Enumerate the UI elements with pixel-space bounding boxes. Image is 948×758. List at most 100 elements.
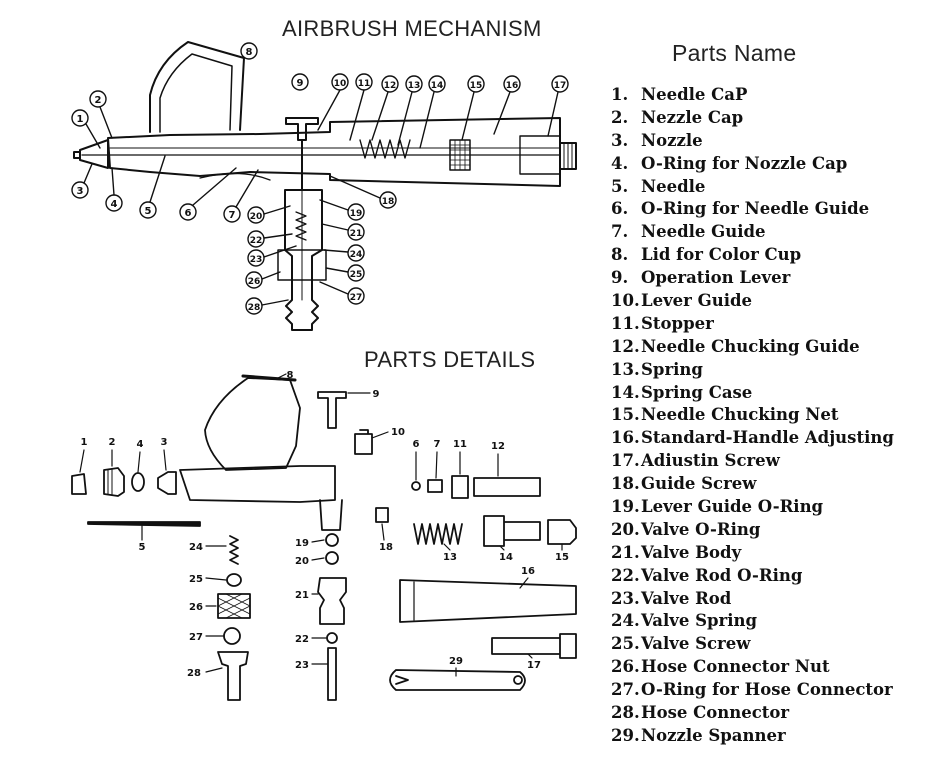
part-number: 3.: [611, 130, 629, 150]
lever-o-ring-part: [325, 533, 339, 547]
callout-19: 19: [319, 199, 365, 221]
parts-details-title: PARTS DETAILS: [364, 347, 536, 372]
part-name: Needle: [641, 176, 706, 196]
detail-label-15: 15: [555, 543, 569, 563]
nozzle-part: [157, 471, 177, 495]
callout-28: 28: [245, 297, 289, 315]
adjusting-screw-part: [491, 633, 577, 659]
parts-list-item: 21.Valve Body: [611, 542, 894, 565]
parts-list-item: 1.Needle CaP: [611, 84, 894, 107]
svg-text:22: 22: [295, 634, 309, 645]
color-cup-part: [204, 377, 301, 471]
part-number: 22.: [611, 565, 640, 585]
parts-list-item: 10.Lever Guide: [611, 290, 894, 313]
svg-text:28: 28: [248, 303, 261, 313]
part-number: 24.: [611, 611, 640, 631]
parts-list-item: 12.Needle Chucking Guide: [611, 336, 894, 359]
part-name: Hose Connector: [641, 703, 790, 723]
svg-text:22: 22: [250, 236, 263, 246]
parts-list-item: 4.O-Ring for Nozzle Cap: [611, 153, 894, 176]
svg-text:17: 17: [527, 660, 541, 671]
part-number: 29.: [611, 725, 640, 745]
callout-9: 9: [291, 73, 309, 91]
callout-3: 3: [71, 163, 93, 199]
parts-list-item: 20.Valve O-Ring: [611, 519, 894, 542]
callout-26: 26: [245, 271, 281, 289]
part-name: Needle CaP: [641, 85, 748, 104]
detail-label-6: 6: [413, 439, 420, 481]
svg-text:8: 8: [246, 47, 253, 58]
parts-name-title: Parts Name: [672, 40, 797, 66]
callout-12: 12: [371, 75, 399, 141]
parts-list-item: 23.Valve Rod: [611, 588, 894, 611]
part-name: Guide Screw: [641, 474, 757, 494]
svg-text:26: 26: [189, 602, 203, 613]
svg-text:24: 24: [189, 542, 203, 553]
parts-list-item: 26.Hose Connector Nut: [611, 656, 894, 679]
callout-18: 18: [329, 175, 397, 209]
svg-text:27: 27: [189, 632, 203, 643]
parts-list-item: 2.Nezzle Cap: [611, 107, 894, 130]
svg-text:26: 26: [248, 277, 261, 287]
needle-cap-part: [71, 473, 87, 495]
part-number: 6.: [611, 199, 629, 219]
small-o-ring-part: [411, 481, 421, 491]
part-number: 16.: [611, 428, 640, 448]
part-number: 11.: [611, 313, 640, 333]
part-number: 23.: [611, 588, 640, 608]
parts-list-item: 29.Nozzle Spanner: [611, 725, 894, 748]
part-number: 26.: [611, 657, 640, 677]
parts-list-item: 7.Needle Guide: [611, 221, 894, 244]
detail-label-5: 5: [139, 525, 146, 553]
svg-text:6: 6: [185, 208, 192, 219]
detail-label-2: 2: [109, 437, 116, 467]
svg-text:16: 16: [521, 566, 535, 577]
part-name: Nezzle Cap: [641, 107, 744, 127]
callout-2: 2: [89, 90, 113, 139]
detail-label-25: 25: [189, 574, 227, 585]
svg-text:25: 25: [189, 574, 203, 585]
detail-label-26: 26: [189, 602, 217, 613]
svg-text:15: 15: [470, 81, 483, 91]
svg-text:3: 3: [77, 186, 84, 197]
detail-label-23: 23: [295, 660, 329, 671]
callout-5: 5: [139, 155, 166, 219]
svg-text:19: 19: [295, 538, 309, 549]
svg-text:5: 5: [145, 206, 152, 217]
svg-text:7: 7: [229, 210, 236, 221]
callout-20: 20: [247, 205, 291, 224]
part-name: Lever Guide: [641, 291, 753, 311]
svg-text:4: 4: [137, 439, 144, 450]
parts-list-item: 22.Valve Rod O-Ring: [611, 565, 894, 588]
part-name: O-Ring for Hose Connector: [641, 680, 893, 700]
body-outline: [107, 117, 561, 187]
svg-text:7: 7: [434, 439, 441, 450]
parts-list-item: 19.Lever Guide O-Ring: [611, 496, 894, 519]
svg-text:3: 3: [161, 437, 168, 448]
chucking-guide-part: [473, 477, 541, 497]
callout-21: 21: [321, 223, 365, 241]
svg-text:9: 9: [297, 78, 304, 89]
parts-list-item: 15.Needle Chucking Net: [611, 404, 894, 427]
callout-13: 13: [397, 75, 423, 146]
handle-part: [399, 579, 577, 623]
svg-text:13: 13: [408, 81, 421, 91]
parts-list-item: 17.Adiustin Screw: [611, 450, 894, 473]
needle-part: [87, 521, 201, 527]
svg-text:29: 29: [449, 656, 463, 667]
callout-24: 24: [323, 244, 365, 262]
part-name: Needle Guide: [641, 222, 766, 242]
mechanism-cross-section: [73, 41, 577, 331]
part-name: Stopper: [641, 313, 714, 333]
part-number: 8.: [611, 245, 629, 265]
detail-label-8: 8: [277, 370, 294, 381]
stopper-part: [451, 475, 469, 499]
detail-label-4: 4: [137, 439, 144, 473]
callout-6: 6: [179, 167, 237, 221]
callout-7: 7: [223, 169, 259, 223]
part-name: Nozzle Spanner: [641, 725, 786, 745]
spring-part: [413, 523, 463, 545]
svg-text:16: 16: [506, 81, 519, 91]
part-number: 9.: [611, 268, 629, 288]
callout-17: 17: [547, 75, 569, 137]
